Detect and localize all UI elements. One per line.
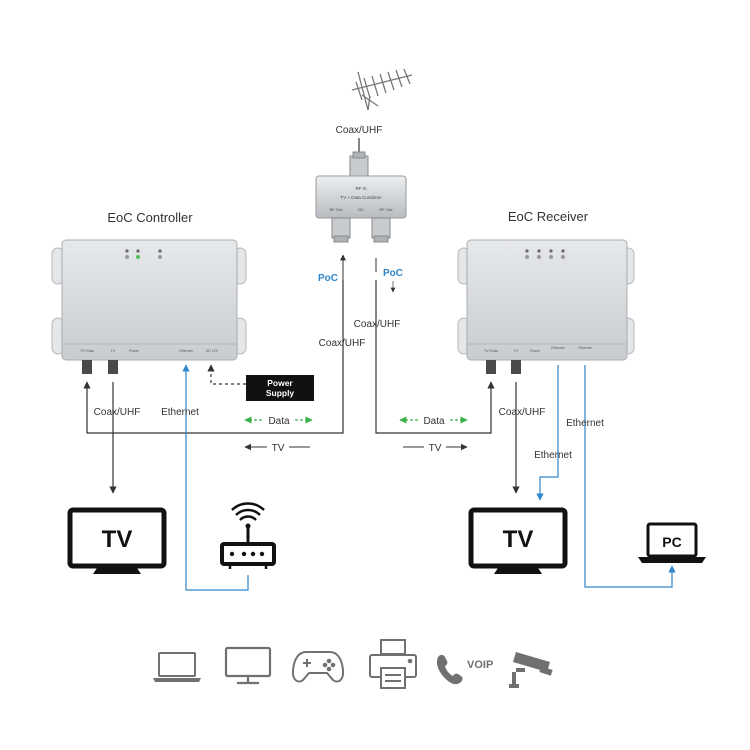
controller-port-ethernet: Ethernet [179,349,192,353]
receiver-port-tv: TV [514,349,519,353]
receiver-port-power: Power [530,349,541,353]
eoc-receiver-device [457,239,635,374]
tv-label-left: TV [102,526,133,553]
tv-icon-right [468,507,568,574]
ethernet-lines [182,364,676,591]
gamepad-icon [291,651,345,683]
splitter-label-5: RF Out [380,207,394,212]
ethernet-label-receiver-2: Ethernet [566,418,604,429]
controller-title: EoC Controller [107,210,193,225]
tv-flow-label-right: TV [429,443,442,454]
receiver-port-tvdata: TV+Data [484,349,498,353]
power-supply-label-2: Supply [266,388,295,398]
data-label-right: Data [423,416,445,427]
tv-label-right: TV [503,526,534,553]
voip-label: VOIP [467,659,493,671]
splitter-label-2: TV + Data Combiner [340,195,382,200]
splitter-combiner [315,151,407,243]
controller-port-tvdata: TV+Data [80,349,94,353]
laptop-icon [153,652,201,682]
poc-label-right: PoC [383,268,403,279]
pc-label: PC [662,534,681,550]
splitter-label-1: RF In [355,186,366,191]
tv-flow-label-left: TV [272,443,285,454]
coax-lines [83,280,520,494]
eoc-controller-device [51,239,247,374]
splitter-label-3: RF Out [330,207,344,212]
phone-icon [437,654,463,685]
power-supply-label-1: Power [267,378,293,388]
tv-icon-left [67,507,167,574]
antenna-coax-label: Coax/UHF [336,125,383,136]
controller-port-dc: DC 12V [206,349,219,353]
coax-label-right-splitter: Coax/UHF [354,319,401,330]
receiver-title: EoC Receiver [508,209,589,224]
receiver-port-ethernet-1: Ethernet [551,346,564,350]
antenna-icon [351,68,413,111]
printer-icon [369,639,417,689]
wifi-router-icon [220,502,276,569]
data-label-left: Data [268,416,290,427]
coax-label-left-splitter: Coax/UHF [319,338,366,349]
coax-label-controller: Coax/UHF [94,407,141,418]
ethernet-label-receiver-1: Ethernet [534,450,572,461]
receiver-port-ethernet-2: Ethernet [578,346,591,350]
controller-port-tv: TV [111,349,116,353]
splitter-label-4: DC [358,207,364,212]
poc-label-left: PoC [318,273,338,284]
controller-port-power: Power [129,349,140,353]
ethernet-label-controller: Ethernet [161,407,199,418]
laptop-pc-icon [638,522,706,563]
power-supply-box [246,375,314,401]
monitor-icon [224,646,272,685]
coax-label-receiver: Coax/UHF [499,407,546,418]
cctv-camera-icon [509,652,553,688]
